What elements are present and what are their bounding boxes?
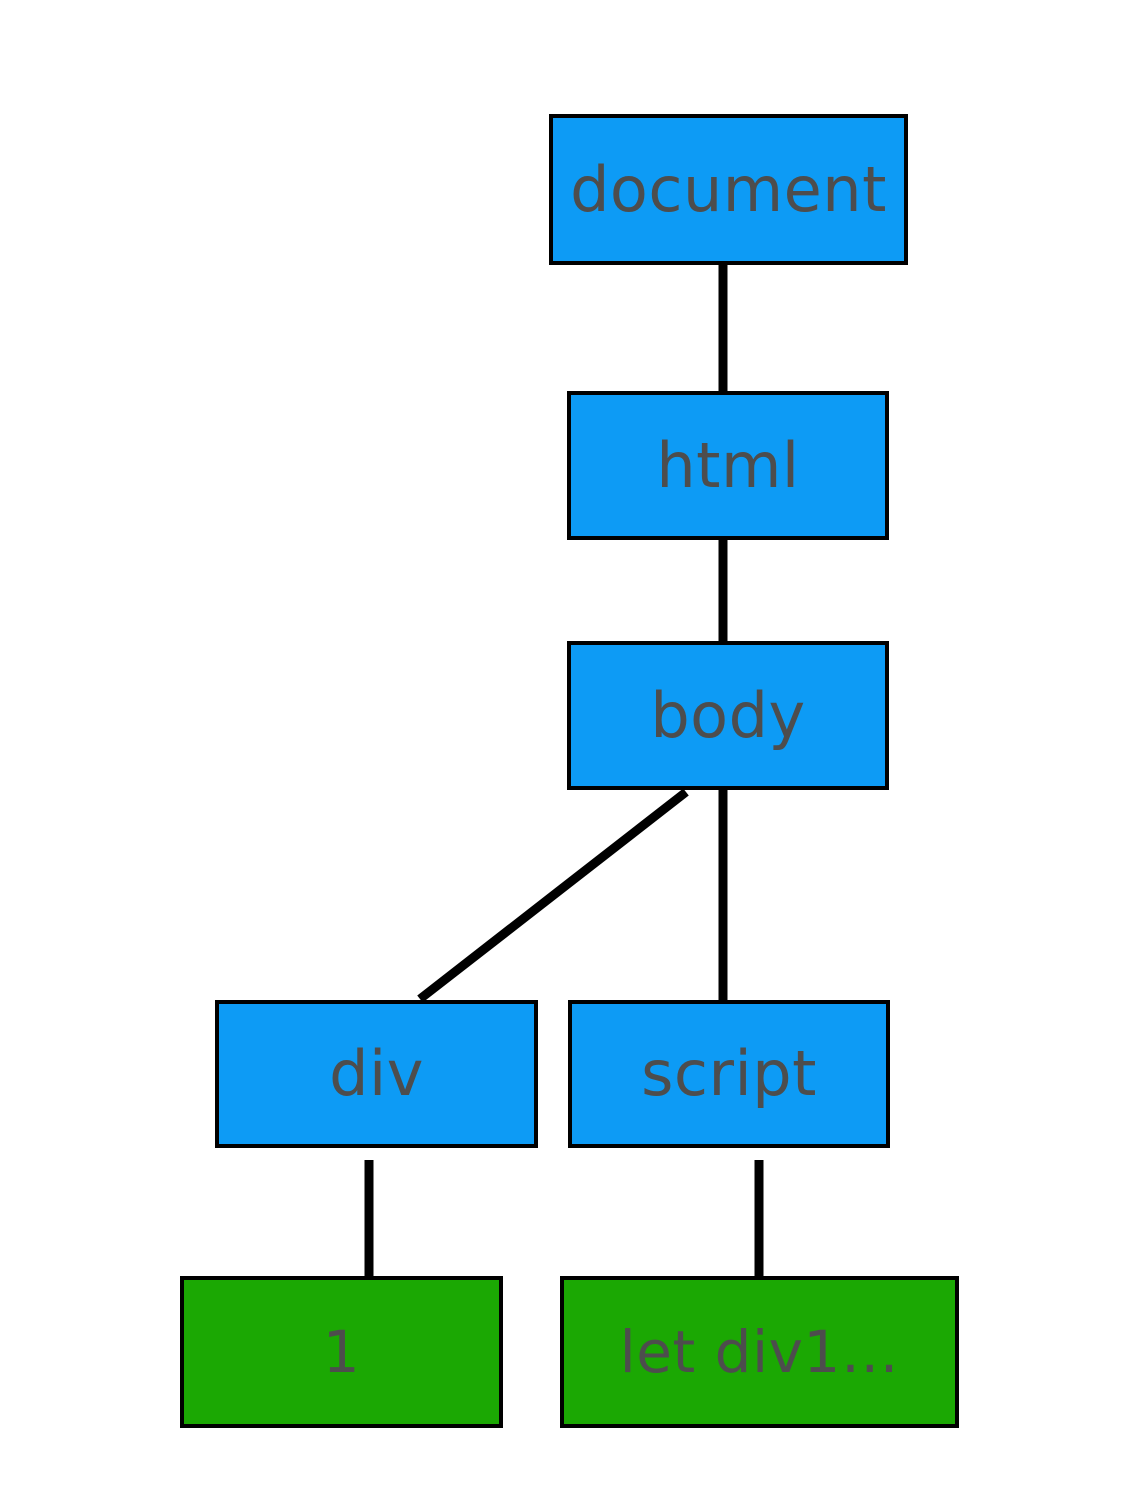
node-script-label: script — [641, 1037, 817, 1110]
node-document-label: document — [570, 152, 887, 226]
node-body[interactable]: body — [567, 641, 889, 790]
node-document[interactable]: document — [549, 114, 908, 265]
node-text-let-div1[interactable]: let div1… — [560, 1276, 959, 1428]
node-html-label: html — [656, 428, 800, 502]
node-html[interactable]: html — [567, 391, 889, 540]
node-text-let-div1-label: let div1… — [619, 1318, 900, 1386]
node-text-1[interactable]: 1 — [180, 1276, 503, 1428]
node-div[interactable]: div — [215, 1000, 538, 1148]
node-div-label: div — [329, 1037, 424, 1110]
edge-body-div — [417, 788, 689, 1003]
node-body-label: body — [650, 678, 806, 752]
node-script[interactable]: script — [568, 1000, 890, 1148]
node-text-1-label: 1 — [322, 1318, 361, 1386]
